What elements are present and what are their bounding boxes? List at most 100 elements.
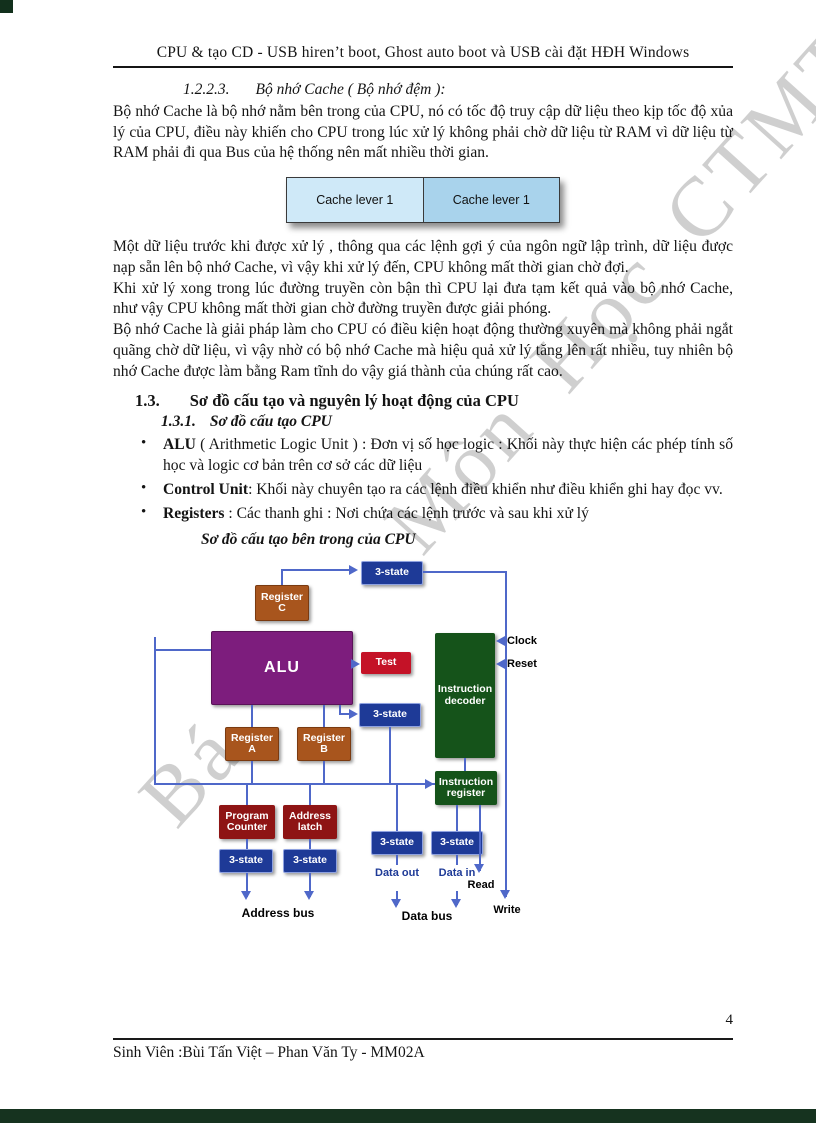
register-b-box: Register B <box>297 727 351 762</box>
header-rule <box>113 66 733 68</box>
bus-line <box>309 785 311 806</box>
three-state-buffer-addr1: 3-state <box>219 849 273 874</box>
bus-line <box>246 839 248 850</box>
component-bullet-list: • ALU ( Arithmetic Logic Unit ) : Đơn vị… <box>113 435 733 524</box>
section-heading-131: 1.3.1. Sơ đồ cấu tạo CPU <box>161 413 733 431</box>
arrow-down-icon <box>391 899 401 909</box>
bus-line <box>246 873 248 898</box>
arrow-down-icon <box>451 899 461 909</box>
bullet-text: : Các thanh ghi : Nơi chứa các lệnh trướ… <box>224 504 589 522</box>
page-number: 4 <box>725 1012 734 1028</box>
arrow-right-icon <box>351 659 360 670</box>
register-c-box: Register C <box>255 585 309 622</box>
arrow-down-icon <box>304 891 314 901</box>
section-heading-1223: 1.2.2.3. Bộ nhớ Cache ( Bộ nhớ đệm ): <box>183 81 733 99</box>
cache-level-box: Cache lever 1 <box>287 178 424 223</box>
bus-line <box>154 783 435 786</box>
bullet-icon: • <box>141 503 147 520</box>
bus-line <box>156 649 211 652</box>
reset-label: Reset <box>507 658 537 671</box>
bullet-text: ( Arithmetic Logic Unit ) : Đơn vị số họ… <box>163 436 733 475</box>
cpu-diagram-title: Sơ đồ cấu tạo bên trong của CPU <box>201 531 416 549</box>
address-bus-label: Address bus <box>241 906 315 921</box>
bus-line <box>396 785 398 832</box>
bus-line <box>154 637 156 786</box>
bus-line <box>505 571 507 898</box>
bus-line <box>479 805 481 872</box>
bullet-term: Registers <box>163 504 225 522</box>
cache-diagram: Cache lever 1 Cache lever 1 <box>286 177 560 224</box>
bullet-icon: • <box>141 479 147 496</box>
section-heading-13: 1.3. Sơ đồ cấu tạo và nguyên lý hoạt động… <box>135 391 733 411</box>
alu-box: ALU <box>211 631 353 706</box>
bus-line <box>396 891 398 906</box>
bullet-term: ALU <box>163 436 196 454</box>
bus-line <box>464 758 466 772</box>
bus-line <box>396 855 398 866</box>
bus-line <box>456 891 458 906</box>
bus-line <box>309 839 311 850</box>
section-number: 1.3. <box>135 391 160 411</box>
clock-label: Clock <box>507 635 537 648</box>
paragraph-cache-busy: Khi xử lý xong trong lúc đường truyền cò… <box>113 279 733 318</box>
arrow-down-icon <box>474 864 484 874</box>
cpu-block-diagram: 3-state Register C ALU Test Instruction … <box>149 553 619 945</box>
bus-line <box>251 705 253 728</box>
test-box: Test <box>361 652 411 675</box>
document-body: CPU & tạo CD - USB hiren’t boot, Ghost a… <box>113 44 733 945</box>
arrow-left-icon <box>496 636 505 647</box>
write-label: Write <box>493 904 521 917</box>
bus-line <box>423 571 507 574</box>
read-label: Read <box>467 879 495 892</box>
section-title: Sơ đồ cấu tạo CPU <box>209 413 332 431</box>
arrow-right-icon <box>349 709 358 720</box>
bullet-term: Control Unit <box>163 480 249 498</box>
bullet-icon: • <box>141 435 147 452</box>
register-a-box: Register A <box>225 727 279 762</box>
page-header: CPU & tạo CD - USB hiren’t boot, Ghost a… <box>156 44 690 61</box>
paragraph-cache-intro: Bộ nhớ Cache là bộ nhớ nằm bên trong của… <box>113 103 733 162</box>
bus-line <box>456 855 458 866</box>
bullet-registers: • Registers : Các thanh ghi : Nơi chứa c… <box>113 504 733 525</box>
arrow-right-icon <box>349 565 358 576</box>
data-bus-label: Data bus <box>401 909 453 924</box>
footer-student-line: Sinh Viên :Bùi Tấn Việt – Phan Văn Ty - … <box>113 1044 425 1061</box>
data-out-label: Data out <box>375 867 419 880</box>
bullet-text: : Khối này chuyên tạo ra các lệnh điều k… <box>248 480 723 498</box>
three-state-buffer-mid: 3-state <box>359 703 421 728</box>
cache-level-box: Cache lever 1 <box>423 178 559 223</box>
instruction-register-box: Instruction register <box>435 771 497 806</box>
bus-line <box>323 761 325 786</box>
three-state-buffer-data-in: 3-state <box>431 831 483 856</box>
bus-line <box>281 569 283 586</box>
program-counter-box: Program Counter <box>219 805 275 840</box>
arrow-down-icon <box>500 890 510 900</box>
section-number: 1.3.1. <box>161 413 196 431</box>
arrow-left-icon <box>496 659 505 670</box>
scan-bottom-bar <box>0 1109 816 1123</box>
arrow-down-icon <box>241 891 251 901</box>
paragraph-cache-prefetch: Một dữ liệu trước khi được xử lý , thông… <box>113 238 733 276</box>
section-title: Bộ nhớ Cache ( Bộ nhớ đệm ): <box>255 81 446 98</box>
bullet-control-unit: • Control Unit: Khối này chuyên tạo ra c… <box>113 480 733 501</box>
data-in-label: Data in <box>438 867 476 880</box>
arrow-right-icon <box>425 779 434 790</box>
bus-line <box>389 727 391 786</box>
bus-line <box>323 705 325 728</box>
three-state-buffer-addr2: 3-state <box>283 849 337 874</box>
three-state-buffer-top: 3-state <box>361 561 423 586</box>
three-state-buffer-data-out: 3-state <box>371 831 423 856</box>
bus-line <box>339 713 351 716</box>
bus-line <box>246 785 248 806</box>
scan-corner-mark <box>0 0 13 13</box>
address-latch-box: Address latch <box>283 805 337 840</box>
section-number: 1.2.2.3. <box>183 81 230 98</box>
footer-rule <box>113 1038 733 1040</box>
bus-line <box>456 805 458 832</box>
bus-line <box>339 705 341 716</box>
section-title: Sơ đồ cấu tạo và nguyên lý hoạt động của… <box>189 391 519 411</box>
bus-line <box>251 761 253 786</box>
bullet-alu: • ALU ( Arithmetic Logic Unit ) : Đơn vị… <box>113 435 733 476</box>
bus-line <box>281 569 353 572</box>
bus-line <box>309 873 311 898</box>
